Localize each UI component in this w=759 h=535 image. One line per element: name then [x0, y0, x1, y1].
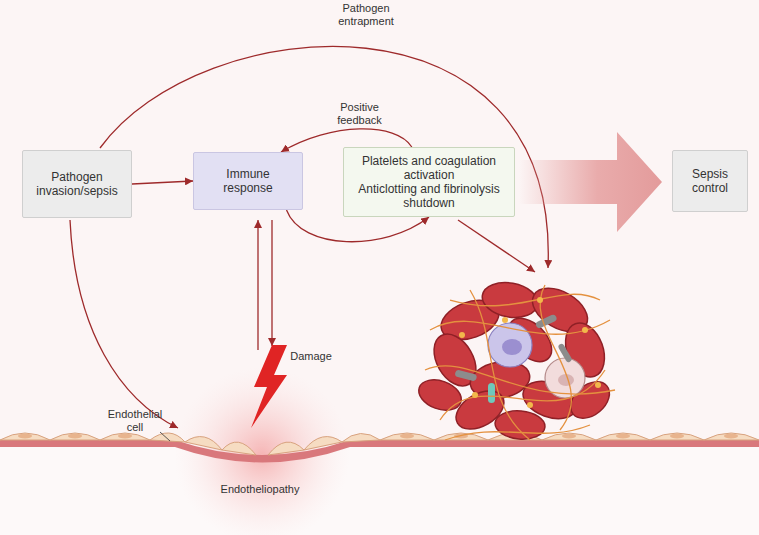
endothelial-cell — [100, 433, 150, 440]
fibrin-strand — [440, 370, 605, 420]
fibrin-strand — [430, 320, 610, 334]
red-blood-cell — [415, 374, 466, 415]
fibrin-strand — [445, 425, 590, 440]
endothelial-cell — [150, 433, 185, 442]
endothelial-cell — [50, 433, 100, 440]
annotation-label: Endotheliopathy — [205, 483, 315, 496]
nucleus — [68, 434, 82, 439]
process-box: Sepsis control — [672, 150, 748, 212]
cell-nucleus — [502, 339, 522, 355]
platelet — [595, 382, 601, 388]
damage-up-arrow — [257, 220, 258, 350]
leader-line — [160, 432, 170, 441]
platelets — [459, 297, 601, 408]
endothelial-cell — [596, 433, 650, 440]
clot-arrow — [458, 220, 535, 272]
nucleus — [400, 434, 414, 439]
endothelial-cells — [0, 433, 759, 455]
endothelial-cell — [185, 437, 222, 450]
nucleus — [118, 434, 132, 439]
connector-arrow — [132, 181, 193, 184]
entrapment-arrow — [100, 46, 548, 268]
nucleus — [562, 434, 576, 439]
bacterium — [535, 314, 558, 330]
endothelial-cell — [650, 433, 704, 440]
annotation-label: Pathogen entrapment — [326, 2, 406, 28]
box-text: Pathogen invasion/sepsis — [29, 170, 125, 198]
endothelial-cell — [434, 433, 488, 440]
annotation-label: Damage — [286, 350, 336, 363]
background-lower — [0, 445, 759, 535]
endothelial-cell — [304, 437, 342, 450]
nucleus — [670, 434, 684, 439]
fibrin-strand — [450, 294, 600, 306]
invasion-arrow — [70, 220, 178, 428]
lightning-bolt — [251, 345, 287, 428]
platelet — [527, 402, 533, 408]
box-text: Sepsis control — [679, 167, 741, 195]
process-box: Platelets and coagulation activationAnti… — [343, 147, 515, 217]
cell-nuclei — [18, 434, 738, 439]
red-blood-cell — [479, 278, 540, 321]
nucleus — [724, 434, 738, 439]
damage-down-arrow — [271, 220, 272, 346]
endothelial-cell — [268, 442, 304, 455]
edge-label: Positive feedback — [330, 101, 390, 127]
platelet — [502, 317, 508, 323]
box-text: Immune response — [200, 167, 296, 195]
endothelial-cell — [222, 442, 256, 455]
fibrin-strand — [425, 366, 615, 394]
platelet — [537, 297, 543, 303]
endothelial-cell — [704, 433, 759, 440]
platelet — [582, 327, 588, 333]
platelet — [459, 332, 465, 338]
bacterium — [488, 383, 495, 403]
annotation-label: Endothelial cell — [105, 408, 165, 434]
box-text: Platelets and coagulation activation — [350, 154, 508, 182]
nucleus — [18, 434, 32, 439]
fibrin-strand — [470, 290, 530, 440]
blood-clot — [415, 278, 617, 441]
endothelial-cell — [342, 433, 380, 442]
endothelial-cell — [380, 433, 434, 440]
nucleus — [616, 434, 630, 439]
white-blood-cell — [488, 323, 532, 367]
process-box: Pathogen invasion/sepsis — [22, 150, 132, 218]
endothelial-cell — [0, 433, 50, 440]
fibrin-mesh — [425, 285, 615, 440]
process-box: Immune response — [193, 152, 303, 210]
basement-membrane — [0, 440, 759, 463]
endothelial-cell — [542, 433, 596, 440]
fibrin-strand — [540, 285, 571, 430]
red-blood-cell — [494, 409, 546, 441]
box-text: Anticlotting and fibrinolysis shutdown — [350, 182, 508, 210]
platelet — [472, 392, 478, 398]
big-arrow — [519, 132, 662, 232]
